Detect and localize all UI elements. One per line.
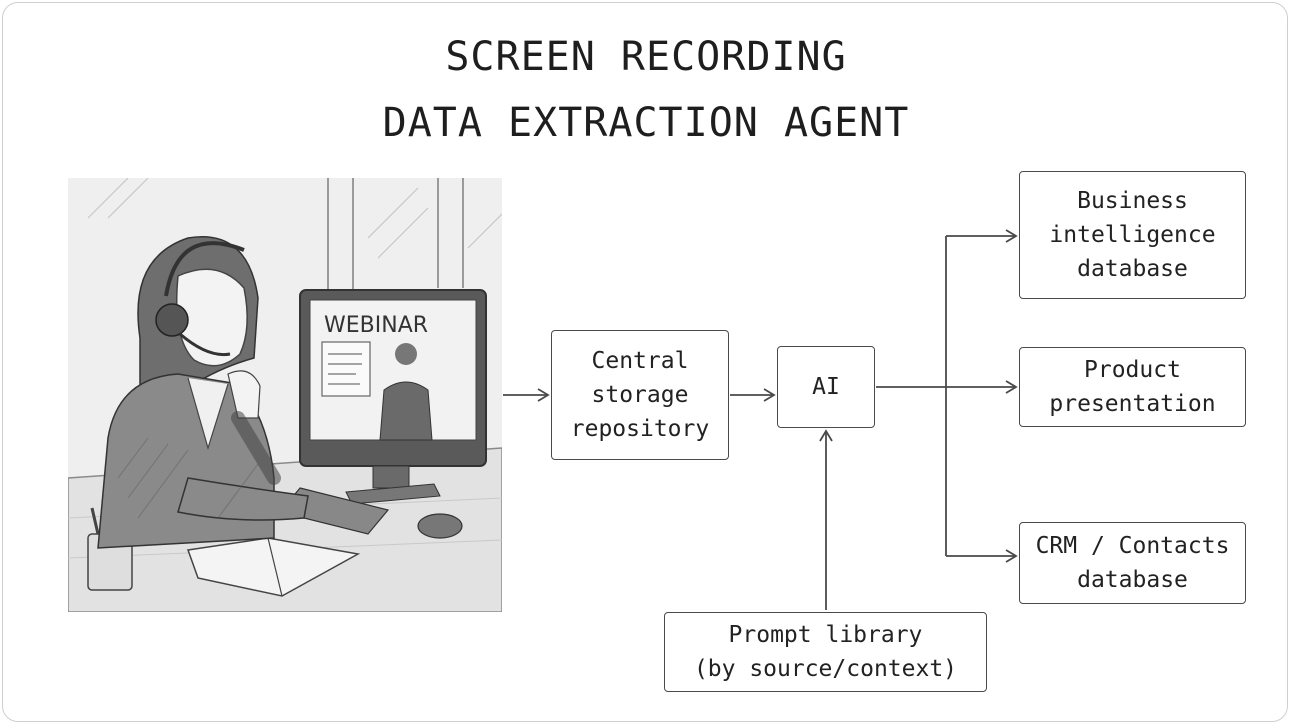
bi-database-node: Business intelligence database xyxy=(1019,171,1246,299)
crm-line-2: database xyxy=(1077,567,1188,593)
product-presentation-node: Product presentation xyxy=(1019,347,1246,427)
ai-node: AI xyxy=(777,346,875,428)
central-storage-node: Central storage repository xyxy=(551,330,729,460)
storage-line-3: repository xyxy=(570,416,710,442)
storage-line-1: Central xyxy=(591,348,689,374)
prompts-line-2: (by source/context) xyxy=(693,656,958,682)
prompts-line-1: Prompt library xyxy=(728,622,923,648)
ai-label: AI xyxy=(812,374,840,400)
product-line-2: presentation xyxy=(1049,391,1216,417)
bi-line-2: intelligence xyxy=(1049,222,1216,248)
bi-line-3: database xyxy=(1077,256,1188,282)
webinar-illustration: WEBINAR xyxy=(68,178,502,612)
bi-line-1: Business xyxy=(1077,188,1188,214)
crm-line-1: CRM / Contacts xyxy=(1035,533,1230,559)
product-line-1: Product xyxy=(1084,357,1181,383)
webinar-screen-label: WEBINAR xyxy=(324,313,428,338)
storage-line-2: storage xyxy=(591,382,689,408)
title-line-1: SCREEN RECORDING xyxy=(445,34,847,80)
crm-contacts-node: CRM / Contacts database xyxy=(1019,522,1246,604)
prompt-library-node: Prompt library (by source/context) xyxy=(664,612,987,692)
title-line-2: DATA EXTRACTION AGENT xyxy=(382,100,910,146)
